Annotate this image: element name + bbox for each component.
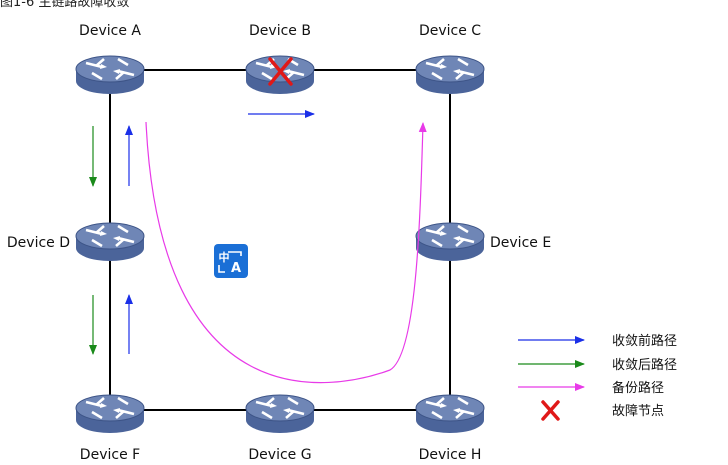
device-b-router-icon xyxy=(244,54,316,96)
device-a-router-icon xyxy=(74,54,146,96)
device-e-label: Device E xyxy=(490,235,551,251)
svg-text:中: 中 xyxy=(219,250,230,264)
legend-fault-label: 故障节点 xyxy=(612,404,664,419)
device-d-router-icon xyxy=(74,221,146,263)
device-g-label: Device G xyxy=(248,447,311,463)
device-f-label: Device F xyxy=(80,447,140,463)
legend-fault-icon xyxy=(541,400,560,421)
device-d-label: Device D xyxy=(7,235,70,251)
svg-text:A: A xyxy=(231,261,241,276)
device-f-router-icon xyxy=(74,393,146,435)
figure-caption: 图1-6 主链路故障收敛 xyxy=(0,0,129,10)
device-c-router-icon xyxy=(414,54,486,96)
device-h-router-icon xyxy=(414,393,486,435)
device-b-label: Device B xyxy=(249,23,311,39)
legend-after-label: 收敛后路径 xyxy=(612,357,677,373)
device-e-router-icon xyxy=(414,221,486,263)
legend-backup-label: 备份路径 xyxy=(612,380,664,396)
translate-icon[interactable]: 中 A xyxy=(214,244,248,278)
legend-before-label: 收敛前路径 xyxy=(612,333,677,349)
device-a-label: Device A xyxy=(79,23,141,39)
device-h-label: Device H xyxy=(419,447,482,463)
backup-path-curve xyxy=(145,121,427,384)
device-g-router-icon xyxy=(244,393,316,435)
device-c-label: Device C xyxy=(419,23,481,39)
device-b-fault-icon xyxy=(268,57,293,86)
legend: 收敛前路径 收敛后路径 备份路径 故障节点 xyxy=(518,333,677,421)
